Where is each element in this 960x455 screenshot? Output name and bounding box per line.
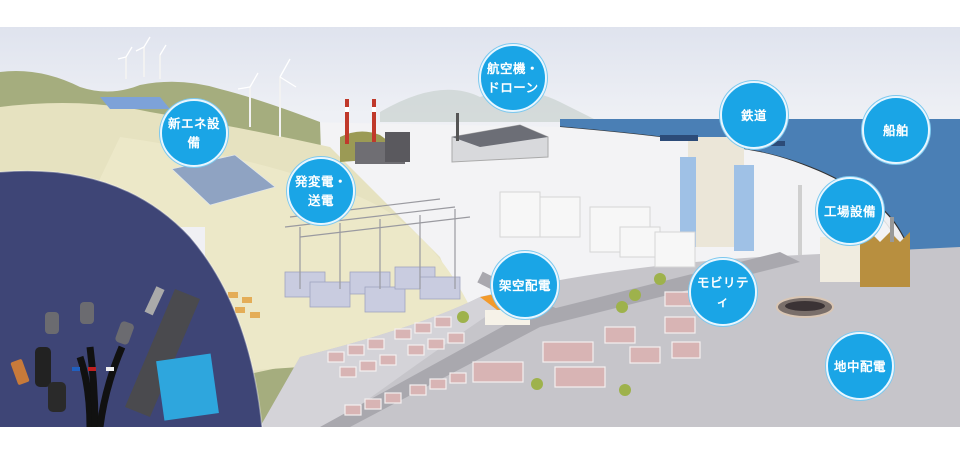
label-railway[interactable]: 鉄道	[720, 81, 788, 149]
label-overhead-distribution[interactable]: 架空配電	[491, 251, 559, 319]
infrastructure-illustration: 新エネ設備 航空機・ ドローン 鉄道 船舶 発変電・ 送電 工場設備 架空配電 …	[0, 27, 960, 427]
cable-products	[10, 286, 219, 427]
label-mobility[interactable]: モビリティ	[689, 258, 757, 326]
label-underground-distribution[interactable]: 地中配電	[826, 332, 894, 400]
label-new-energy[interactable]: 新エネ設備	[160, 99, 228, 167]
label-factory-equipment[interactable]: 工場設備	[816, 177, 884, 245]
label-aircraft-drone[interactable]: 航空機・ ドローン	[479, 44, 547, 112]
landscape-background	[0, 36, 960, 427]
label-ship[interactable]: 船舶	[862, 96, 930, 164]
label-power-generation-transmission[interactable]: 発変電・ 送電	[287, 157, 355, 225]
